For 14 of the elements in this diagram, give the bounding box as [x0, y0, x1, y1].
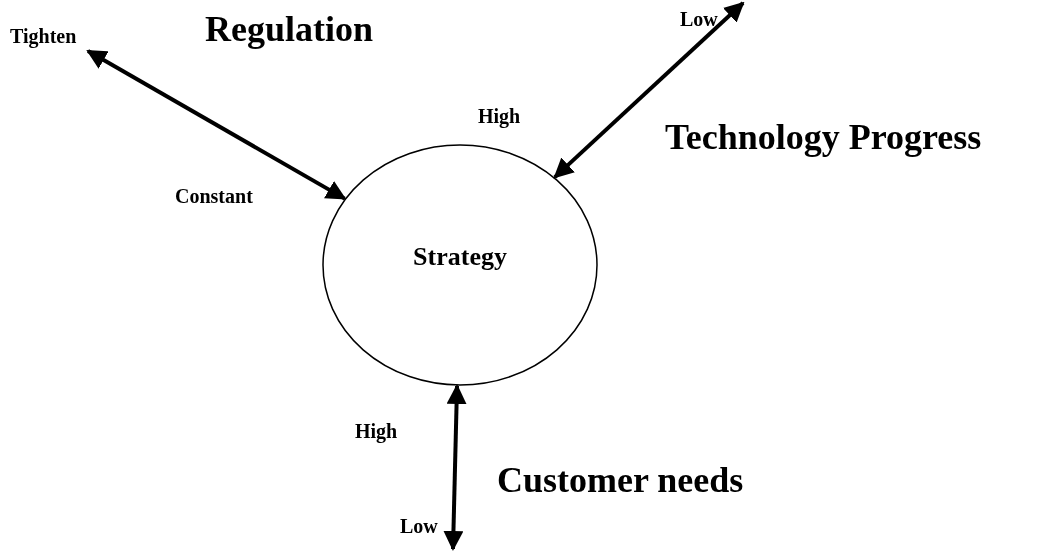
scale-end-label: High: [478, 105, 521, 127]
double-arrow: [443, 383, 467, 551]
scale-end-label: High: [355, 420, 398, 442]
scale-end-label: Constant: [175, 185, 253, 207]
edge-label: Regulation: [205, 10, 373, 50]
circle-node: [322, 144, 598, 386]
scale-end-label: Low: [400, 515, 438, 537]
scale-end-label: Low: [680, 8, 718, 30]
edge-label: Customer needs: [497, 461, 744, 501]
scale-end-label: Tighten: [10, 25, 77, 47]
edge-label: Technology Progress: [665, 118, 982, 158]
double-arrow: [86, 49, 347, 201]
double-arrow: [553, 1, 745, 179]
node-label: Strategy: [412, 243, 508, 272]
